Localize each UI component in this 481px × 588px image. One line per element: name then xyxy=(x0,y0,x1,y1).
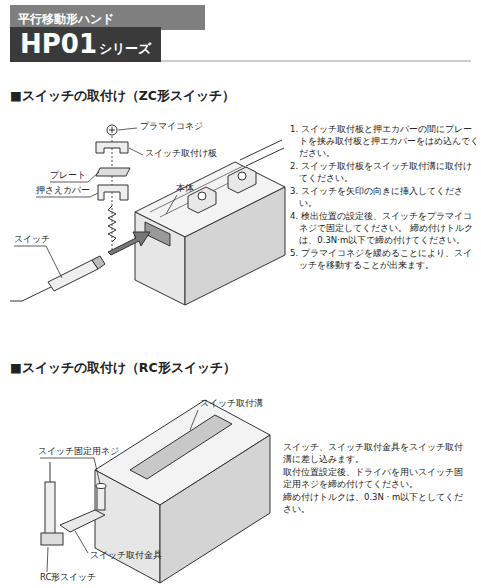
part-name: プレート xyxy=(50,170,100,182)
band-text: 平行移動形ハンド xyxy=(18,12,114,26)
instruction-text: 取付位置設定後、ドライバを用いスイッチ固定用ネジを締め付けてください。 xyxy=(283,467,469,491)
instruction-step: 5. プラマイコネジを緩めることにより、スイッチを移動することが出来ます。 xyxy=(290,248,479,272)
instruction-text: スイッチ、スイッチ取付金具をスイッチ取付溝に差し込みます。 xyxy=(283,442,469,466)
part-name: スイッチ取付金具 xyxy=(90,550,190,562)
rc-illustration xyxy=(41,400,270,583)
part-name: 本体 xyxy=(176,183,216,195)
zc-illustration xyxy=(10,125,285,305)
part-name: 押さえカバー xyxy=(36,185,106,197)
part-name: スイッチ xyxy=(14,234,64,246)
band-text: HP01 xyxy=(20,29,97,59)
part-name: スイッチ固定用ネジ xyxy=(38,446,148,458)
part-name: RC形スイッチ xyxy=(40,572,120,584)
series-band: HP01シリーズ xyxy=(10,27,161,62)
instruction-step: 3. スイッチを矢印の向きに挿入してください。 xyxy=(290,186,479,210)
section-heading: ■スイッチの取付け（ZC形スイッチ） xyxy=(10,87,310,105)
leader-lines xyxy=(40,410,198,572)
instruction-step: 2. スイッチ取付板をスイッチ取付溝に取付けてください。 xyxy=(290,161,479,185)
band-subtext: シリーズ xyxy=(99,41,151,56)
instruction-step: 4. 検出位置の設定後、スイッチをプラマイコネジで固定してください。 締め付けト… xyxy=(290,211,479,247)
part-name: プラマイコネジ xyxy=(140,121,230,133)
part-name: スイッチ取付溝 xyxy=(200,398,290,410)
instruction-text: 締め付けトルクは、0.3N · m以下としてください。 xyxy=(283,492,469,516)
instruction-step: 1. スイッチ取付板と押エカバーの間にプレートを挟み取付板と押エカバーをはめ込ん… xyxy=(290,124,479,160)
section-heading: ■スイッチの取付け（RC形スイッチ） xyxy=(10,359,310,377)
part-name: スイッチ取付け板 xyxy=(145,148,245,160)
